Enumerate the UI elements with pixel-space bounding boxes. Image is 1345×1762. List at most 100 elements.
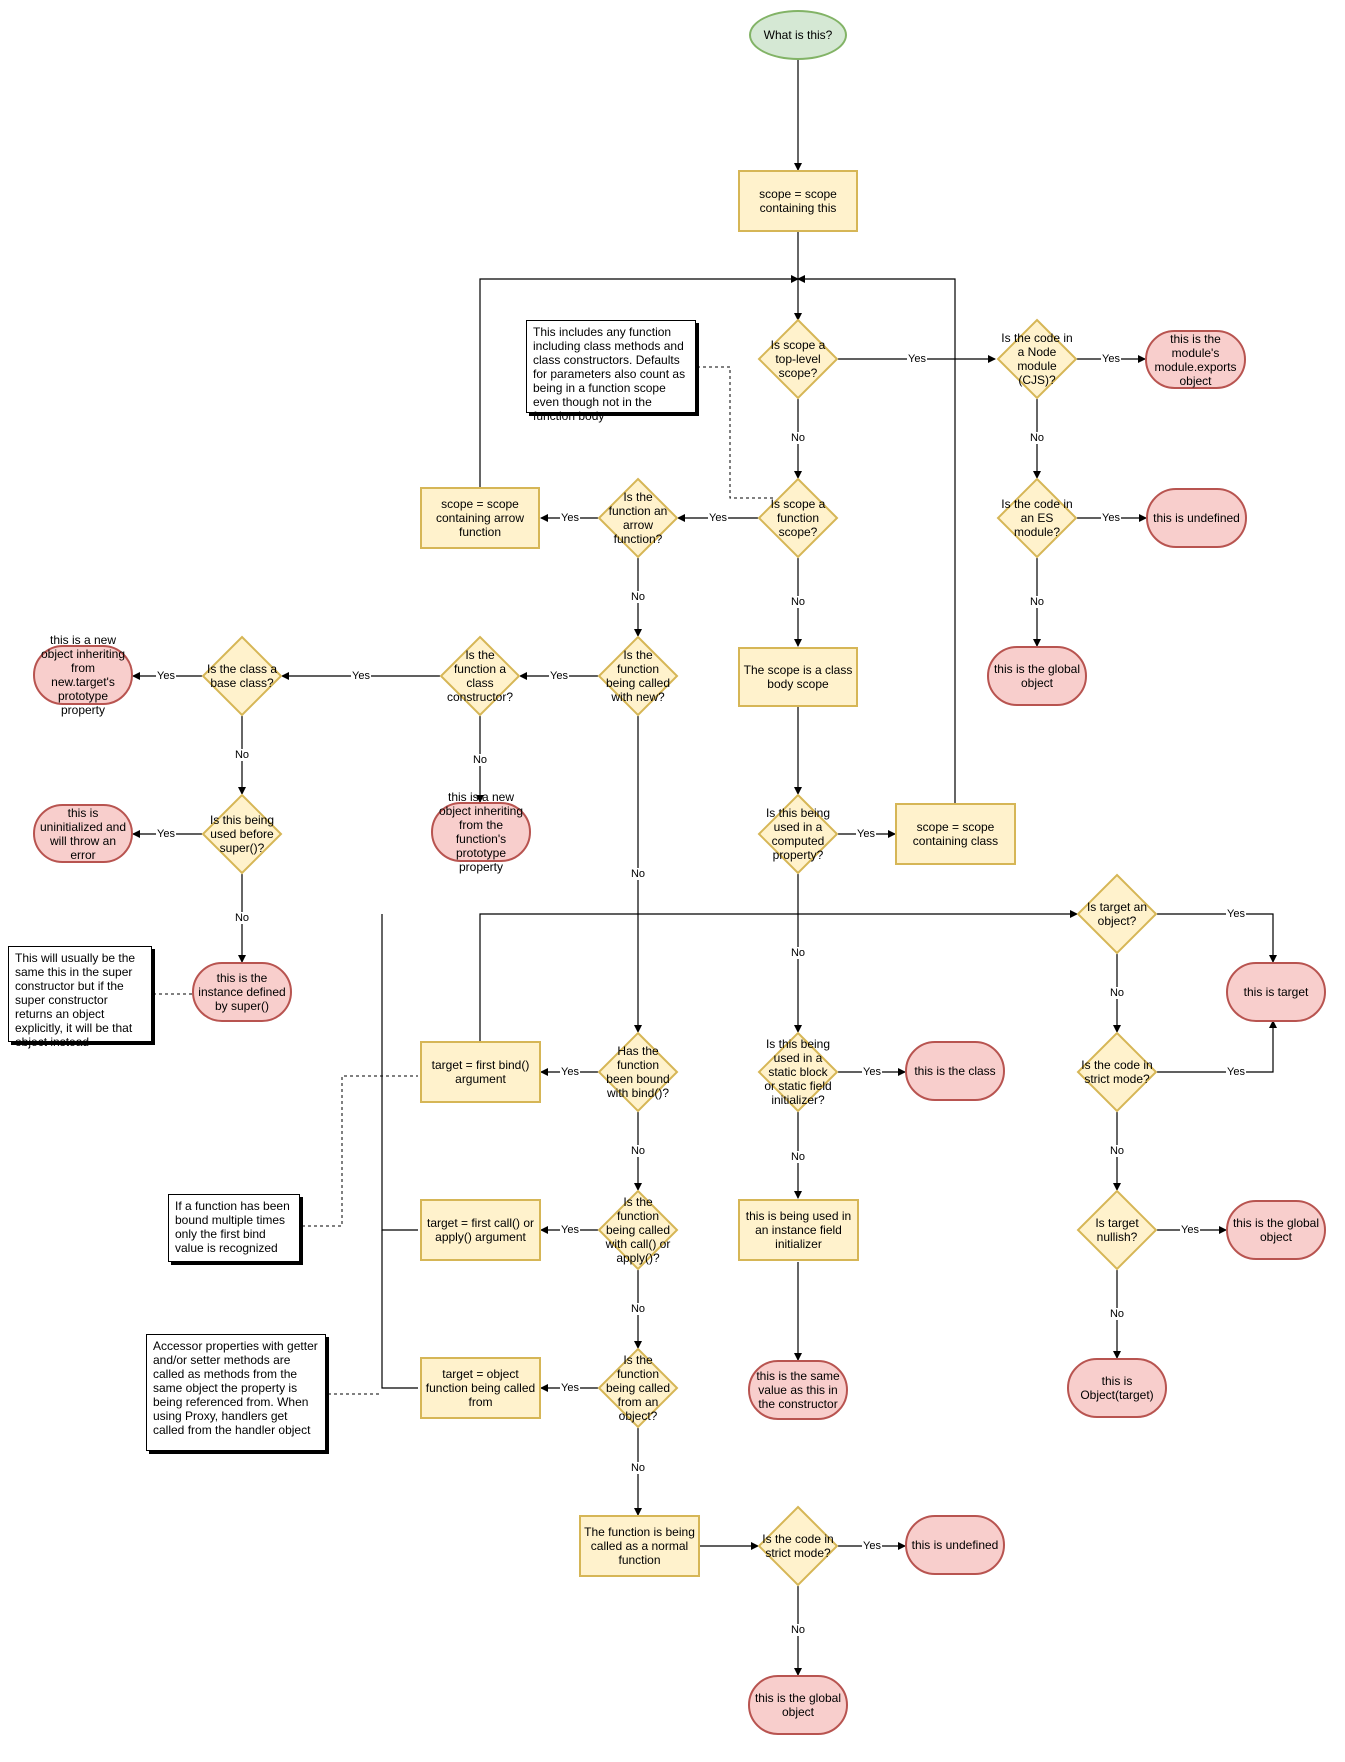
decision-target-strict: Is the code in strict mode?	[1076, 1031, 1158, 1113]
node-label: Is the class a base class?	[206, 662, 278, 690]
process-class-body: The scope is a class body scope	[738, 647, 858, 707]
edge-label-no: No	[629, 1462, 647, 1474]
decision-called-from-object: Is the function being called from an obj…	[597, 1347, 679, 1429]
edge-label-yes: Yes	[708, 512, 728, 524]
node-label: target = first call() or apply() argumen…	[426, 1216, 535, 1244]
decision-bound-bind: Has the function been bound with bind()?	[597, 1031, 679, 1113]
edge-targetcall-join	[381, 914, 418, 1231]
node-label: this is Object(target)	[1080, 1374, 1154, 1402]
process-target-object: target = object function being called fr…	[420, 1357, 541, 1419]
process-target-call: target = first call() or apply() argumen…	[420, 1199, 541, 1261]
node-label: Is this being used before super()?	[209, 813, 275, 855]
node-label: Is scope a top-level scope?	[770, 338, 826, 380]
node-label: this is undefined	[911, 1538, 999, 1552]
edge-label-no: No	[629, 1145, 647, 1157]
edge-label-no: No	[1108, 1145, 1126, 1157]
node-label: scope = scope containing this	[759, 187, 837, 215]
note-text: This will usually be the same this in th…	[15, 951, 136, 1049]
edge-label-yes: Yes	[560, 1066, 580, 1078]
decision-node-module: Is the code in a Node module (CJS)?	[996, 318, 1078, 400]
node-label: Is the code in strict mode?	[1081, 1058, 1153, 1086]
process-scope-arrow: scope = scope containing arrow function	[420, 487, 540, 549]
edge-label-no: No	[789, 947, 807, 959]
node-label: this is the module's module.exports obje…	[1154, 331, 1237, 388]
edge-label-no: No	[233, 749, 251, 761]
edge-label-no: No	[233, 912, 251, 924]
edge-label-yes: Yes	[560, 512, 580, 524]
node-label: this is target	[1243, 985, 1309, 999]
edge-label-yes: Yes	[856, 828, 876, 840]
edge-label-yes: Yes	[1226, 908, 1246, 920]
terminal-new-target-obj: this is a new object inheriting from new…	[33, 633, 133, 717]
edge-label-yes: Yes	[156, 670, 176, 682]
node-label: scope = scope containing arrow function	[435, 497, 525, 539]
decision-function-scope: Is scope a function scope?	[757, 477, 839, 559]
terminal-target-global: this is the global object	[1226, 1200, 1326, 1260]
terminal-fn-global: this is the global object	[748, 1675, 848, 1735]
decision-computed-property: Is this being used in a computed propert…	[757, 793, 839, 875]
start-label: What is this?	[763, 28, 833, 42]
node-label: this is a new object inheriting from new…	[40, 633, 126, 717]
node-label: Is this being used in a static block or …	[764, 1037, 832, 1107]
node-label: Is the code in a Node module (CJS)?	[1001, 331, 1073, 387]
node-label: Has the function been bound with bind()?	[606, 1044, 670, 1100]
note-bind: If a function has been bound multiple ti…	[168, 1194, 300, 1262]
edge-label-no: No	[629, 591, 647, 603]
process-normal-function: The function is being called as a normal…	[579, 1515, 700, 1577]
node-label: Is scope a function scope?	[770, 497, 826, 539]
note-function-scope: This includes any function including cla…	[526, 320, 696, 423]
node-label: The scope is a class body scope	[743, 663, 853, 691]
edge-label-yes: Yes	[862, 1066, 882, 1078]
edge-label-yes: Yes	[1101, 353, 1121, 365]
node-label: scope = scope containing class	[912, 820, 999, 848]
node-label: Is the function being called with new?	[605, 648, 671, 704]
edge-label-yes: Yes	[1101, 512, 1121, 524]
node-label: Is the function being called from an obj…	[605, 1353, 671, 1423]
terminal-instance-super: this is the instance defined by super()	[192, 962, 292, 1022]
decision-class-constructor: Is the function a class constructor?	[439, 635, 521, 717]
terminal-object-target: this is Object(target)	[1067, 1358, 1167, 1418]
note-text: This includes any function including cla…	[533, 325, 686, 423]
edge-label-yes: Yes	[560, 1224, 580, 1236]
edge-label-yes: Yes	[549, 670, 569, 682]
decision-target-object: Is target an object?	[1076, 873, 1158, 955]
edge-scopeclass-loop	[797, 275, 956, 803]
process-scope-class: scope = scope containing class	[895, 803, 1016, 865]
node-label: this is uninitialized and will throw an …	[39, 805, 127, 862]
terminal-uninitialized: this is uninitialized and will throw an …	[33, 804, 133, 863]
edge-label-no: No	[1108, 987, 1126, 999]
decision-top-level: Is scope a top-level scope?	[757, 318, 839, 400]
decision-before-super: Is this being used before super()?	[201, 793, 283, 875]
decision-arrow-function: Is the function an arrow function?	[597, 477, 679, 559]
edge-label-yes: Yes	[560, 1382, 580, 1394]
edge-label-yes: Yes	[907, 353, 927, 365]
terminal-es-undefined: this is undefined	[1146, 488, 1247, 548]
node-label: The function is being called as a normal…	[584, 1525, 695, 1567]
note-link-bind	[302, 1075, 418, 1227]
decision-fn-strict: Is the code in strict mode?	[757, 1505, 839, 1587]
node-label: this is the same value as this in the co…	[756, 1369, 840, 1411]
terminal-top-global: this is the global object	[987, 646, 1087, 706]
node-label: Is the function an arrow function?	[608, 490, 668, 546]
decision-static-block: Is this being used in a static block or …	[757, 1031, 839, 1113]
decision-called-with-new: Is the function being called with new?	[597, 635, 679, 717]
process-instance-field: this is being used in an instance field …	[738, 1199, 859, 1261]
edge-label-yes: Yes	[1226, 1066, 1246, 1078]
decision-es-module: Is the code in an ES module?	[996, 477, 1078, 559]
edge-tstrict-yes	[1157, 1020, 1277, 1073]
edge-label-yes: Yes	[351, 670, 371, 682]
node-label: Is this being used in a computed propert…	[765, 806, 831, 862]
edge-label-no: No	[1108, 1308, 1126, 1320]
edge-label-no: No	[789, 596, 807, 608]
node-label: this is the global object	[754, 1691, 842, 1719]
node-label: Is target nullish?	[1095, 1216, 1139, 1244]
terminal-module-exports: this is the module's module.exports obje…	[1145, 330, 1246, 389]
note-text: If a function has been bound multiple ti…	[175, 1199, 290, 1255]
node-label: this is a new object inheriting from the…	[438, 790, 524, 874]
edge-label-yes: Yes	[862, 1540, 882, 1552]
edge-objectq-yes	[1157, 913, 1277, 963]
note-super: This will usually be the same this in th…	[8, 946, 152, 1049]
edge-label-no: No	[789, 432, 807, 444]
note-text: Accessor properties with getter and/or s…	[153, 1339, 318, 1437]
edge-label-yes: Yes	[156, 828, 176, 840]
